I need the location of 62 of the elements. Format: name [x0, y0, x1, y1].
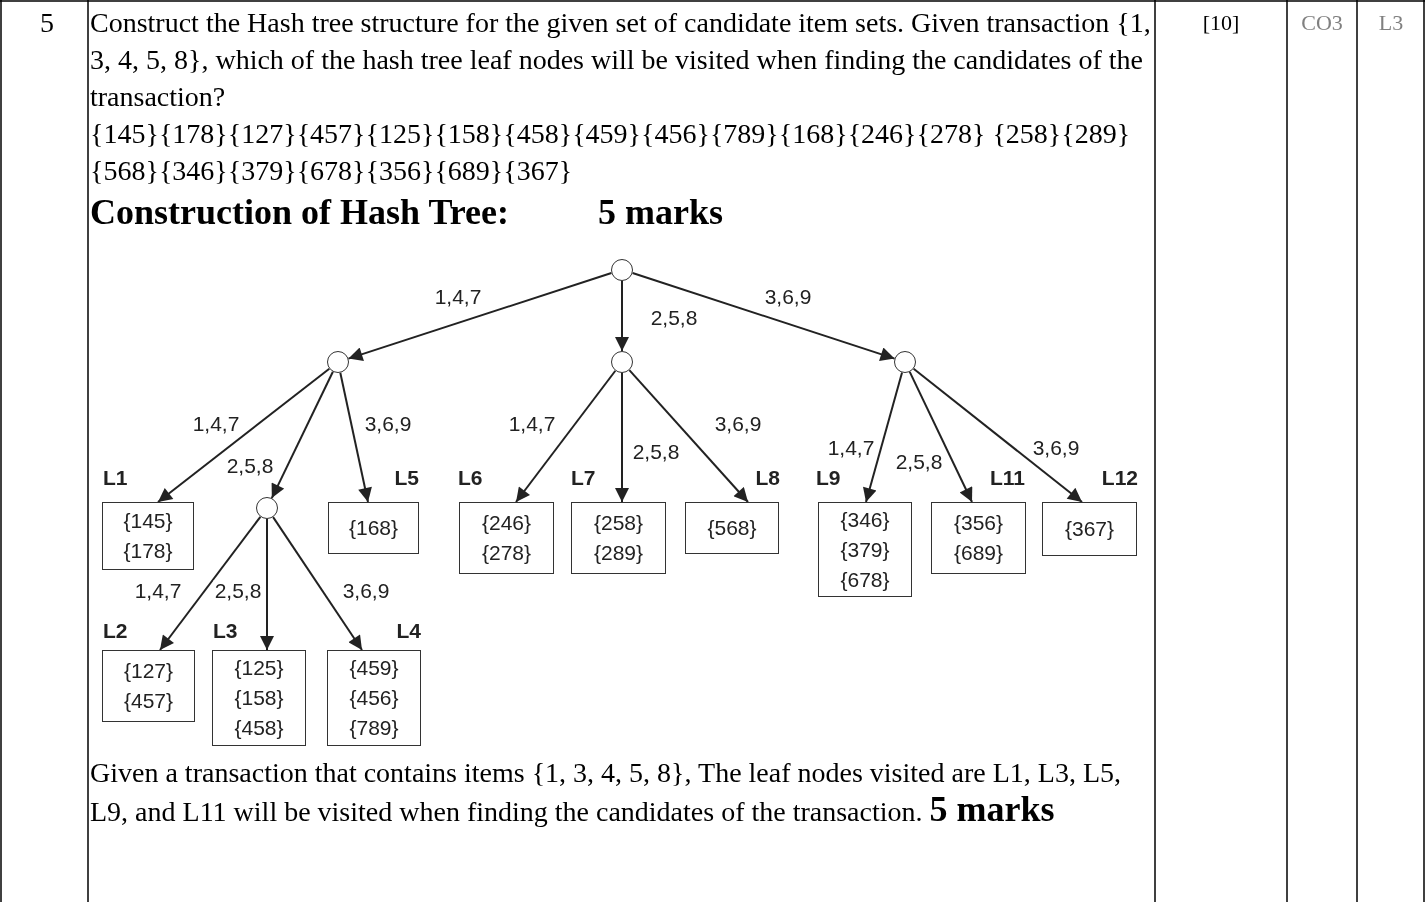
leaf-box — [459, 502, 554, 574]
arrow — [628, 369, 749, 503]
item-set-list: {168} — [341, 513, 406, 543]
leaf-label: L12 — [1101, 466, 1138, 490]
item-set-list: {346} {379} {678} — [833, 504, 897, 595]
arrow — [912, 367, 1083, 503]
leaf-box — [571, 502, 666, 574]
leaf-box — [328, 502, 419, 554]
leaf-label: L8 — [755, 466, 780, 490]
leaf-label: L4 — [396, 619, 421, 643]
marks-heading: 5 marks — [598, 191, 724, 234]
arrow — [157, 367, 331, 503]
arrow — [272, 516, 363, 651]
answer-text: Given a transaction that contains items {1, 3, 4, 5, 8}, The leaf nodes visited are L1, L3, L5, L9, and L11 will be visited when finding the candidates of the transaction. 5 marks — [90, 756, 1122, 830]
tree-node-circle — [611, 259, 633, 281]
marks-value: [10] — [1201, 9, 1241, 37]
leaf-label: L3 — [213, 619, 238, 643]
leaf-box — [1042, 502, 1137, 556]
section-heading: Construction of Hash Tree: — [90, 191, 509, 234]
leaf-box — [102, 650, 195, 722]
arrow — [260, 518, 274, 651]
tree-node-circle — [894, 351, 916, 373]
arrow — [515, 369, 617, 503]
arrow — [159, 515, 262, 651]
leaf-label: L2 — [103, 619, 128, 643]
course-outcome: CO3 — [1300, 9, 1344, 37]
item-set-list: {367} — [1057, 514, 1122, 544]
arrow — [863, 371, 904, 503]
arrow — [339, 371, 372, 503]
tree-node-circle — [611, 351, 633, 373]
leaf-label: L7 — [571, 466, 596, 490]
arrow — [347, 272, 613, 361]
leaf-label: L11 — [989, 466, 1025, 490]
item-set-list: {246} {278} — [474, 508, 539, 568]
candidate-sets-text: {145}{178}{127}{457}{125}{158}{458}{459}{456}{789}{168}{246}{278} {258}{289}{568}{346}{379}{678}{356}{689}{367} — [90, 117, 1132, 188]
level-code: L3 — [1377, 9, 1405, 37]
question-text: Construct the Hash tree structure for the given set of candidate item sets. Given transaction {1, 3, 4, 5, 8}, which of the hash tree leaf nodes will be visited when finding the candidates of the transaction? — [90, 6, 1152, 114]
tree-node-circle — [256, 497, 278, 519]
tree-node-circle — [327, 351, 349, 373]
leaf-label: L1 — [103, 466, 128, 490]
leaf-box — [931, 502, 1026, 574]
leaf-box — [102, 502, 194, 570]
item-set-list: {145} {178} — [116, 506, 180, 566]
leaf-label: L6 — [458, 466, 483, 490]
arrow — [631, 272, 896, 361]
item-set-list: {568} — [700, 513, 764, 543]
item-set-list: {258} {289} — [586, 508, 651, 568]
arrow — [615, 372, 629, 503]
leaf-label: L5 — [394, 466, 419, 490]
arrow — [615, 280, 629, 352]
item-set-list: {356} {689} — [946, 508, 1011, 568]
leaf-box — [818, 502, 912, 597]
arrow — [908, 370, 973, 503]
leaf-box — [212, 650, 306, 746]
leaf-box — [685, 502, 779, 554]
leaf-label: L9 — [816, 466, 841, 490]
item-set-list: {127} {457} — [116, 656, 181, 716]
item-set-list: {459} {456} {789} — [342, 653, 406, 743]
item-set-list: {125} {158} {458} — [227, 653, 291, 743]
leaf-box — [327, 650, 421, 746]
question-number: 5 — [40, 6, 55, 40]
arrow — [270, 370, 334, 500]
